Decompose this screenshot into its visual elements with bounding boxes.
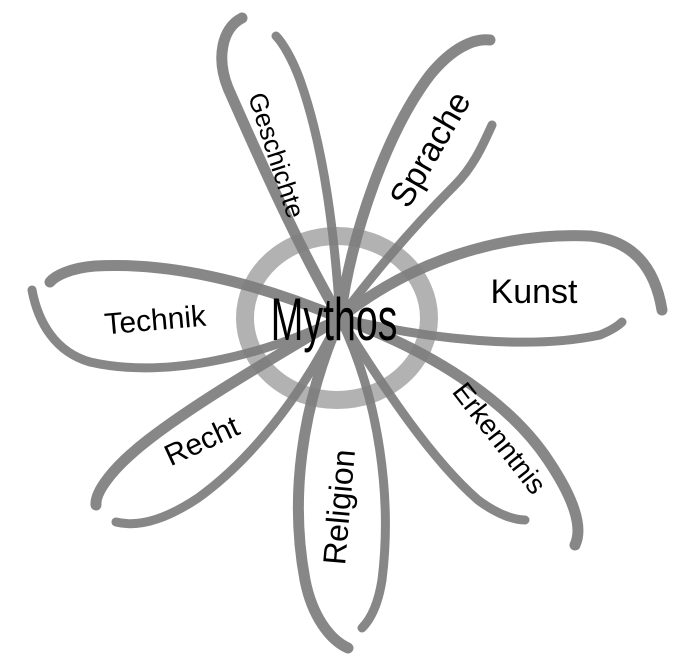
label-kunst: Kunst	[491, 273, 578, 311]
label-sprache: Sprache	[382, 85, 478, 214]
center-label: Mythos	[271, 286, 398, 353]
label-religion: Religion	[316, 448, 362, 566]
label-technik: Technik	[103, 300, 208, 342]
